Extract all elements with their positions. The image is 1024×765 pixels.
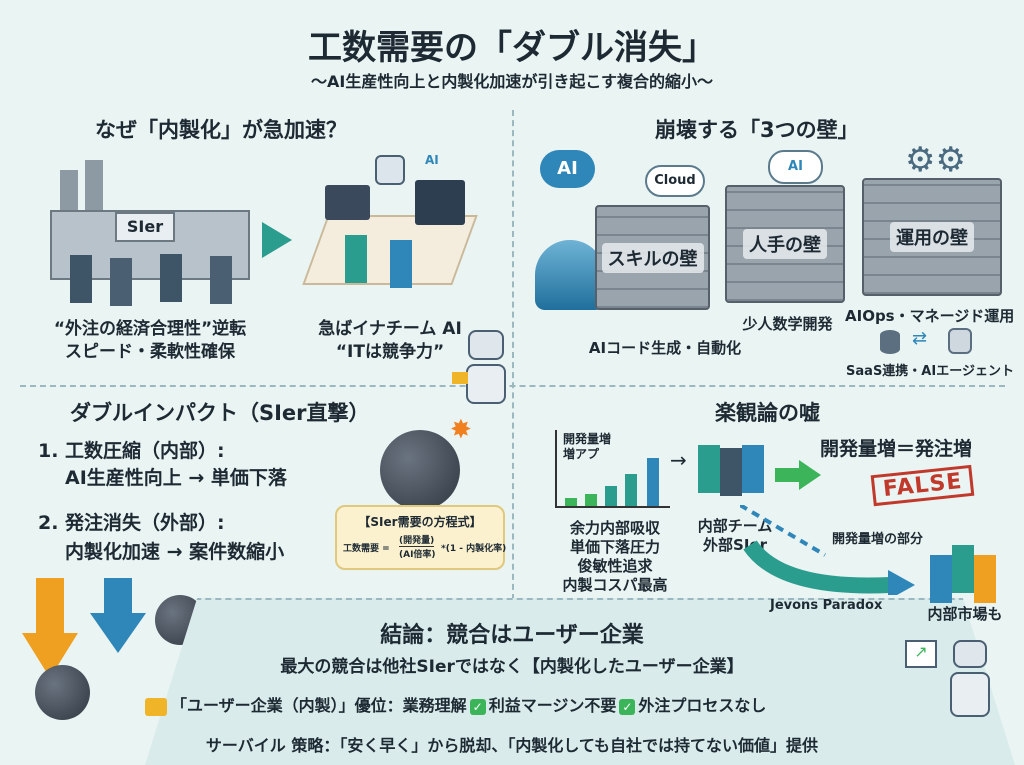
- ai-label: AI: [557, 158, 578, 179]
- cloud-icon: Cloud: [645, 165, 705, 197]
- briefcase-icon: [145, 697, 167, 716]
- jevons-label: Jevons Paradox: [770, 598, 883, 613]
- conclusion-panel: [145, 598, 1015, 765]
- bomb-icon: [380, 430, 460, 510]
- myth-reason-2: 単価下落圧力: [569, 538, 660, 556]
- crowd-icon: [952, 545, 974, 593]
- wall-operation: 運用の壁: [862, 178, 1002, 296]
- chart-board-icon: ↗: [905, 640, 937, 668]
- myth-reason-3: 俊敏性追求: [577, 557, 653, 575]
- equation-rhs: *(1 - 内製化率): [441, 544, 507, 554]
- cloud-label: Cloud: [654, 173, 696, 188]
- wall-labor-label: 人手の壁: [743, 229, 827, 259]
- ai-cloud-icon: AI: [540, 150, 595, 188]
- dashed-label: 開発量増の部分: [832, 532, 924, 547]
- chart-label-1: 開発量増: [563, 432, 612, 446]
- arrow-right-icon: [262, 222, 292, 258]
- cloud-ai-label: AI: [788, 159, 803, 174]
- gear-icon: ⚙⚙: [905, 140, 966, 180]
- equation-bubble: 【SIer需要の方程式】 工数需要 = (開発量) (AI倍率) *(1 - 内…: [335, 505, 507, 570]
- conclusion-heading: 結論：競合はユーザー企業: [380, 623, 644, 648]
- page-subtitle: 〜AI生産性向上と内製化加速が引き起こす複合的縮小〜: [310, 72, 714, 91]
- factory-label: SIer: [115, 212, 175, 242]
- equation-title: 【SIer需要の方程式】: [358, 515, 482, 529]
- false-stamp: FALSE: [870, 464, 975, 507]
- why-caption-1b: スピード・柔軟性確保: [65, 342, 235, 362]
- bomb-icon-3: [35, 665, 90, 720]
- wall-operation-caption: AIOps・マネージド運用: [845, 307, 1015, 325]
- crowd-icon: [930, 555, 952, 603]
- growth-chart-icon: 開発量増 増アプ: [555, 430, 670, 508]
- spark-icon: ✸: [450, 415, 472, 445]
- person-icon: [720, 448, 742, 496]
- impact-item2-title: 2. 発注消失（外部）:: [38, 512, 225, 534]
- person-icon: [698, 445, 720, 493]
- flow-arrows: [740, 505, 915, 595]
- wave-icon: [535, 240, 605, 310]
- wall-skill: スキルの壁: [595, 205, 710, 310]
- person-icon: [742, 445, 764, 493]
- advantage-process: 外注プロセスなし: [638, 696, 767, 715]
- robot-icon: [452, 330, 510, 420]
- myth-heading: 楽観論の嘘: [715, 401, 820, 425]
- conclusion-line3: サーバイル 策略：「安く早く」から脱却、「内製化しても自社では持てない価値」提供: [205, 736, 819, 755]
- myth-reason-4: 内製コスパ最高: [562, 576, 668, 594]
- check-icon: ✓: [469, 698, 486, 715]
- why-caption-1a: “外注の経済合理性”逆転: [53, 319, 247, 339]
- divider-horizontal: [20, 385, 1005, 387]
- impact-heading: ダブルインパクト（SIer直撃）: [70, 401, 370, 425]
- equation-denominator: (AI倍率): [399, 550, 436, 560]
- arrow-green-icon: [775, 460, 821, 490]
- conclusion-line1: 最大の競合は他社SIerではなく【内製化したユーザー企業】: [280, 657, 744, 677]
- arrow-small-icon: →: [670, 448, 687, 472]
- wall-skill-label: スキルの壁: [601, 242, 704, 273]
- wall-extra-caption: SaaS連携・AIエージェント: [846, 364, 1014, 379]
- wall-labor: 人手の壁: [725, 185, 845, 303]
- team-internal: 内部チーム: [697, 517, 773, 535]
- myth-claim: 開発量増＝発注増: [820, 438, 973, 460]
- wall-skill-caption: AIコード生成・自動化: [588, 339, 742, 357]
- robot-small-icon: [948, 328, 972, 354]
- why-heading: なぜ「内製化」が急加速？: [95, 118, 347, 142]
- why-caption-2a: 急ばイナチーム AI: [318, 319, 462, 339]
- arrow-down-blue-icon: [90, 578, 146, 653]
- database-icon: [880, 330, 900, 354]
- robot-presenter-icon: [945, 640, 995, 720]
- impact-item1-title: 1. 工数圧縮（内部）:: [38, 440, 225, 462]
- sync-icon: ⇄: [912, 328, 928, 349]
- walls-heading: 崩壊する「3つの壁」: [655, 118, 859, 142]
- ai-badge: AI: [425, 153, 439, 167]
- conclusion-line2: 「ユーザー企業（内製）」優位：業務理解✓利益マージン不要✓外注プロセスなし: [145, 692, 766, 716]
- office-illustration: AI: [302, 153, 478, 295]
- check-icon: ✓: [619, 698, 636, 715]
- advantage-text: 「ユーザー企業（内製）」優位：業務理解: [171, 696, 467, 715]
- crowd-icon: [974, 555, 996, 603]
- divider-vertical: [512, 110, 514, 600]
- equation-lhs: 工数需要 =: [343, 544, 390, 554]
- page-title: 工数需要の「ダブル消失」: [308, 28, 716, 68]
- ai-cloud-2-icon: AI: [768, 150, 823, 184]
- advantage-margin: 利益マージン不要: [488, 696, 617, 715]
- impact-item2-body: 内製化加速 → 案件数縮小: [65, 541, 285, 563]
- wall-operation-label: 運用の壁: [890, 222, 974, 252]
- internal-market: 内部市場も: [927, 605, 1003, 623]
- equation-numerator: (開発量): [399, 533, 435, 547]
- chart-label-2: 増アプ: [563, 447, 600, 461]
- wall-labor-caption: 少人数学開発: [742, 315, 833, 333]
- myth-reason-1: 余力内部吸収: [569, 519, 660, 537]
- why-caption-2b: “ITは競争力”: [335, 342, 445, 362]
- factory-illustration: SIer: [50, 150, 260, 306]
- impact-item1-body: AI生産性向上 → 単価下落: [65, 467, 287, 489]
